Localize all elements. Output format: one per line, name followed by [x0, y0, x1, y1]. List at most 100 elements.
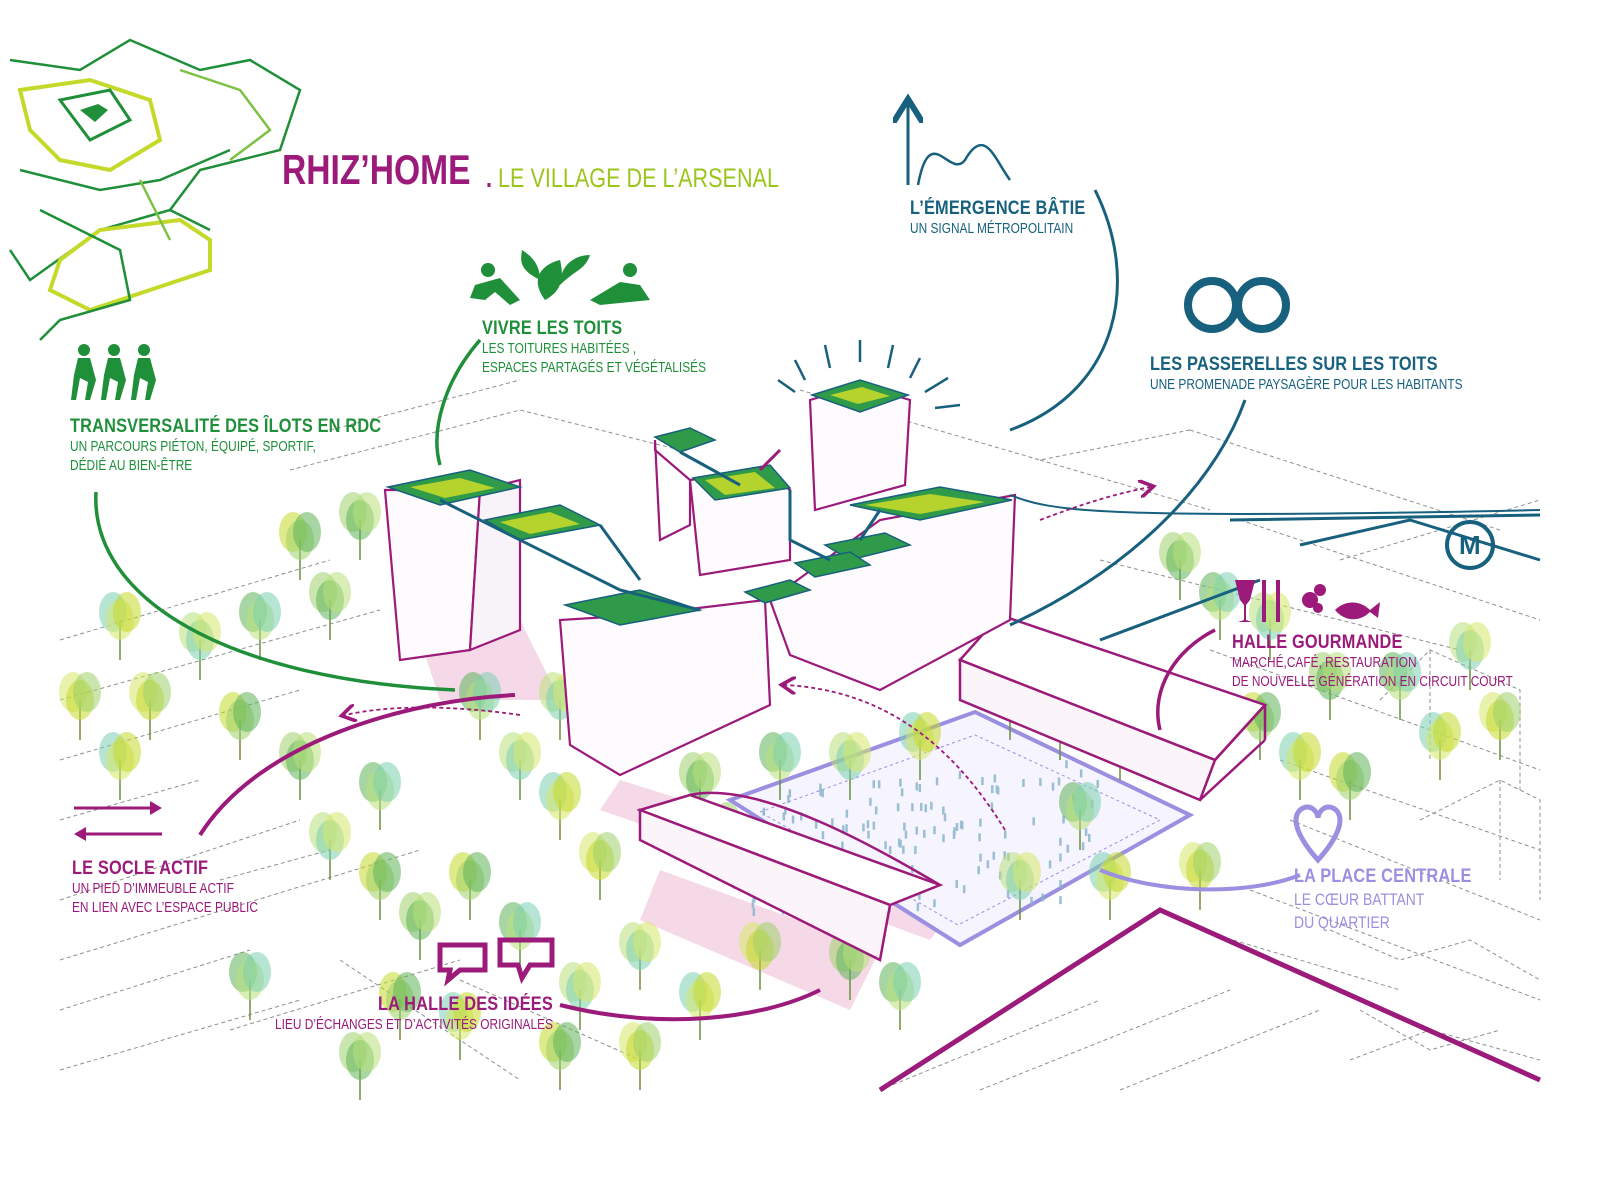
- title-separator: .: [486, 163, 493, 193]
- tree: [459, 672, 501, 740]
- double-arrow-icon: [74, 801, 162, 841]
- person: [1087, 833, 1091, 842]
- vivre-toits-heading: VIVRE LES TOITS: [482, 318, 623, 339]
- tree: [359, 852, 401, 920]
- green-diamond-icon: [80, 104, 108, 122]
- tree: [499, 732, 541, 800]
- metro-icon: [1445, 520, 1495, 570]
- person: [814, 820, 818, 829]
- person: [992, 851, 996, 860]
- person: [752, 907, 756, 916]
- person: [915, 826, 919, 835]
- tree: [1059, 782, 1101, 850]
- person: [952, 831, 956, 840]
- person: [916, 903, 920, 912]
- transversalite-line-1: UN PARCOURS PIÉTON, ÉQUIPÉ, SPORTIF,: [70, 439, 316, 455]
- food-icon: [1235, 580, 1380, 622]
- tree: [1449, 622, 1491, 690]
- person: [900, 788, 904, 797]
- tree: [499, 902, 541, 970]
- location-map: [8, 38, 302, 341]
- tree: [1309, 652, 1351, 720]
- person: [1030, 896, 1033, 905]
- person: [819, 783, 822, 792]
- tree: [129, 672, 171, 740]
- person: [981, 777, 984, 786]
- person: [784, 806, 787, 815]
- person: [888, 846, 892, 855]
- tree: [539, 1022, 581, 1090]
- vivre-toits-label: VIVRE LES TOITS LES TOITURES HABITÉES , …: [482, 318, 755, 378]
- halle-gourmande-line-2: DE NOUVELLE GÉNÉRATION EN CIRCUIT COURT: [1232, 674, 1513, 690]
- tree: [59, 672, 101, 740]
- tree: [1199, 572, 1241, 640]
- person: [1059, 853, 1062, 862]
- signal-icon: [777, 340, 961, 410]
- person: [1003, 851, 1006, 860]
- person: [958, 771, 962, 780]
- halle-idees-label: LA HALLE DES IDÉES LIEU D’ÉCHANGES ET D’…: [214, 994, 553, 1035]
- person: [978, 833, 981, 842]
- halle-gourmande-heading: HALLE GOURMANDE: [1232, 632, 1403, 653]
- tree: [439, 992, 481, 1060]
- person: [800, 812, 803, 821]
- person: [751, 900, 755, 909]
- person: [933, 826, 936, 835]
- passerelles-heading: LES PASSERELLES SUR LES TOITS: [1150, 354, 1438, 375]
- person: [819, 787, 822, 796]
- tree: [1329, 752, 1371, 820]
- person: [943, 813, 947, 822]
- person: [845, 824, 848, 833]
- tree: [539, 772, 581, 840]
- tree: [399, 892, 441, 960]
- person: [1059, 837, 1062, 846]
- title-subtitle-text: LE VILLAGE DE L’ARSENAL: [498, 163, 779, 193]
- person: [996, 786, 1000, 795]
- person: [991, 785, 994, 794]
- tree: [309, 572, 351, 640]
- tree: [579, 832, 621, 900]
- person: [1079, 769, 1083, 778]
- person: [986, 860, 990, 869]
- rings-icon: [1184, 277, 1290, 333]
- person: [862, 823, 865, 832]
- runners-icon: [71, 344, 156, 400]
- person: [872, 780, 875, 789]
- person: [942, 834, 945, 843]
- person: [867, 830, 870, 839]
- person: [896, 803, 900, 812]
- tree: [1479, 692, 1521, 760]
- person: [1062, 815, 1065, 824]
- page-title: RHIZ’HOME . LE VILLAGE DE L’ARSENAL: [282, 146, 779, 194]
- tree: [619, 922, 661, 990]
- place-centrale-line-1: LE CŒUR BATTANT: [1294, 890, 1425, 909]
- tree: [879, 962, 921, 1030]
- person: [935, 777, 939, 786]
- tree: [1279, 732, 1321, 800]
- person: [841, 841, 844, 850]
- person: [821, 831, 825, 840]
- socle-actif-line-2: EN LIEN AVEC L’ESPACE PUBLIC: [72, 900, 258, 916]
- transversalite-label: TRANSVERSALITÉ DES ÎLOTS EN RDC UN PARCO…: [70, 416, 432, 476]
- relaxing-people-icon: [470, 263, 650, 305]
- person: [979, 853, 982, 862]
- annotation-lines: [94, 105, 1542, 1093]
- tree: [1419, 712, 1461, 780]
- title-main: RHIZ’HOME: [282, 146, 471, 193]
- person: [842, 825, 845, 834]
- tree: [339, 492, 381, 560]
- tree: [309, 812, 351, 880]
- person: [955, 879, 958, 888]
- person: [923, 829, 926, 838]
- person: [1022, 779, 1025, 788]
- person: [1006, 889, 1010, 898]
- speech-bubbles-icon: [437, 937, 555, 987]
- tree: [739, 922, 781, 990]
- tree: [379, 972, 421, 1040]
- tree: [179, 612, 221, 680]
- person: [1084, 828, 1088, 837]
- person: [1051, 782, 1055, 791]
- person: [788, 789, 792, 798]
- person: [821, 789, 824, 798]
- person: [904, 830, 908, 839]
